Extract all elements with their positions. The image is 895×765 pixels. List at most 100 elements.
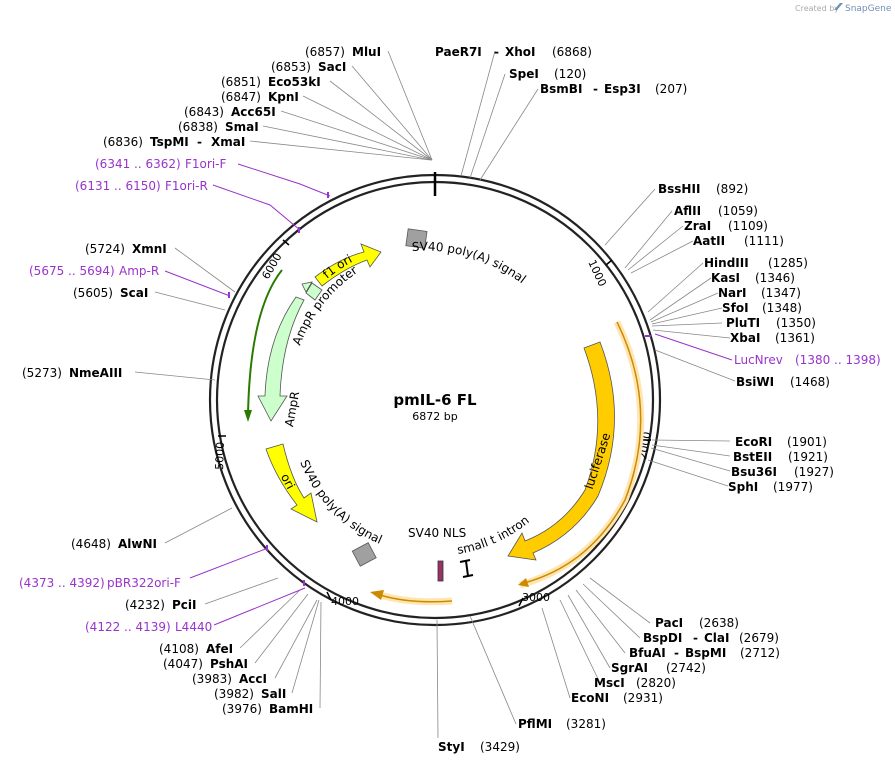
site-pos-xhoi: (6868): [552, 45, 592, 59]
site-pos-nari: (1347): [761, 286, 801, 300]
site-name-bfuai: BfuAI: [629, 646, 666, 660]
site-name-paer7i: PaeR7I: [435, 45, 482, 59]
sv40-nls-label: SV40 NLS: [408, 526, 466, 540]
site-name-aflii: AflII: [674, 204, 701, 218]
credit-prefix: Created by: [795, 4, 839, 13]
site-pos-afei: (4108): [159, 642, 199, 656]
primer-name-amp-r: Amp-R: [119, 264, 159, 278]
site-pos-nmeaiii: (5273): [22, 366, 62, 380]
site-name-bsu36i: Bsu36I: [731, 465, 777, 479]
ampr-arrow: [257, 296, 305, 422]
primer-range-pbr322ori-f: (4373 .. 4392): [19, 576, 105, 590]
site-pos-scai: (5605): [73, 286, 113, 300]
site-name-nari: NarI: [718, 286, 747, 300]
plasmid-length: 6872 bp: [412, 410, 457, 423]
tick-mark-6000: [282, 239, 290, 246]
luciferase-arrow: [507, 341, 615, 561]
site-pos-pflmi: (3281): [566, 717, 606, 731]
site-name-bsshii: BssHII: [658, 182, 700, 196]
tick-mark-3000: [518, 597, 524, 607]
site-sep-xmai: -: [197, 135, 202, 149]
site-name-msci: MscI: [594, 676, 625, 690]
primer-range-amp-r: (5675 .. 5694): [29, 264, 115, 278]
ori-label: ori: [278, 471, 298, 491]
site-pos-smai: (6838): [178, 120, 218, 134]
primer-name-f1ori-f: F1ori-F: [185, 157, 226, 171]
tick-label-4000: 4000: [331, 595, 359, 608]
site-pos-hindiii: (1285): [768, 256, 808, 270]
site-name-ecori: EcoRI: [735, 435, 772, 449]
site-name-sphi: SphI: [728, 480, 758, 494]
site-sep-bspmi: -: [674, 646, 679, 660]
site-leader-lines: [134, 50, 736, 739]
sv40-polya-top-box: [405, 228, 428, 249]
site-pos-spei: (120): [554, 67, 586, 81]
site-sep-esp3i: -: [593, 82, 598, 96]
tick-mark-4000: [326, 591, 332, 601]
site-name-spei: SpeI: [509, 67, 539, 81]
site-pos-ecori: (1901): [787, 435, 827, 449]
site-pos-acci: (3983): [192, 672, 232, 686]
site-pos-aatii: (1111): [744, 234, 784, 248]
site-pos-bsteii: (1921): [788, 450, 828, 464]
site-pos-clai: (2679): [739, 631, 779, 645]
site-pos-bamhi: (3976): [222, 702, 262, 716]
site-pos-bsiwi: (1468): [790, 375, 830, 389]
site-name-saci: SacI: [318, 60, 346, 74]
sites-left: (6857) MluI (6853) SacI (6851) Eco53kI (…: [22, 45, 381, 716]
site-name-sfoi: SfoI: [722, 301, 749, 315]
primer-range-lucnrev: (1380 .. 1398): [795, 353, 881, 367]
site-pos-sgrai: (2742): [666, 661, 706, 675]
site-sep-clai: -: [693, 631, 698, 645]
site-name-alwni: AlwNI: [118, 537, 157, 551]
plasmid-name: pmIL-6 FL: [393, 391, 477, 409]
site-pos-xbai: (1361): [775, 331, 815, 345]
site-name-hindiii: HindIII: [704, 256, 749, 270]
site-name-eco53ki: Eco53kI: [268, 75, 321, 89]
site-pos-sphi: (1977): [773, 480, 813, 494]
site-pos-xmni: (5724): [85, 242, 125, 256]
site-name-bsteii: BstEII: [733, 450, 772, 464]
tick-mark-1000: [605, 259, 613, 266]
site-pos-mlui: (6857): [305, 45, 345, 59]
site-pos-paci: (2638): [699, 616, 739, 630]
site-sep-xhoi: -: [494, 45, 499, 59]
primers-left: (6341 .. 6362) F1ori-F (6131 .. 6150) F1…: [19, 157, 733, 634]
site-name-sgrai: SgrAI: [611, 661, 648, 675]
ampr-label: AmpR: [282, 390, 302, 428]
site-pos-acc65i: (6843): [184, 105, 224, 119]
site-name-kasi: KasI: [711, 271, 740, 285]
site-name-styi: StyI: [438, 740, 465, 754]
site-name-sali: SalI: [261, 687, 286, 701]
site-name-pflmi: PflMI: [518, 717, 552, 731]
credit-brand: SnapGene: [845, 4, 892, 14]
site-name-xbai: XbaI: [730, 331, 760, 345]
f1-ori-arrow: [314, 243, 382, 287]
site-name-esp3i: Esp3I: [604, 82, 641, 96]
snapgene-logo-icon: [834, 3, 843, 10]
site-name-pcii: PciI: [172, 598, 197, 612]
tick-label-3000: 3000: [522, 591, 550, 604]
site-name-bspmi: BspMI: [685, 646, 726, 660]
site-name-clai: ClaI: [704, 631, 729, 645]
tick-label-5000: 5000: [213, 442, 227, 470]
site-name-paci: PacI: [655, 616, 683, 630]
primer-name-f1ori-r: F1ori-R: [165, 179, 208, 193]
site-name-pluti: PluTI: [726, 316, 760, 330]
site-pos-msci: (2820): [636, 676, 676, 690]
site-name-xmai: XmaI: [211, 135, 245, 149]
primer-name-pbr322ori-f: pBR322ori-F: [107, 576, 181, 590]
site-name-pshai: PshAI: [210, 657, 248, 671]
site-name-bamhi: BamHI: [269, 702, 313, 716]
sv40-polya-bottom-box: [351, 542, 377, 567]
site-name-afei: AfeI: [206, 642, 233, 656]
site-name-kpni: KpnI: [268, 90, 299, 104]
site-pos-bsu36i: (1927): [794, 465, 834, 479]
site-name-nmeaiii: NmeAIII: [69, 366, 122, 380]
site-pos-tspmi: (6836): [103, 135, 143, 149]
site-pos-pshai: (4047): [163, 657, 203, 671]
primer-range-f1ori-f: (6341 .. 6362): [95, 157, 181, 171]
sv40-polya-top-label: SV40 poly(A) signal: [411, 240, 528, 287]
site-name-tspmi: TspMI: [150, 135, 189, 149]
